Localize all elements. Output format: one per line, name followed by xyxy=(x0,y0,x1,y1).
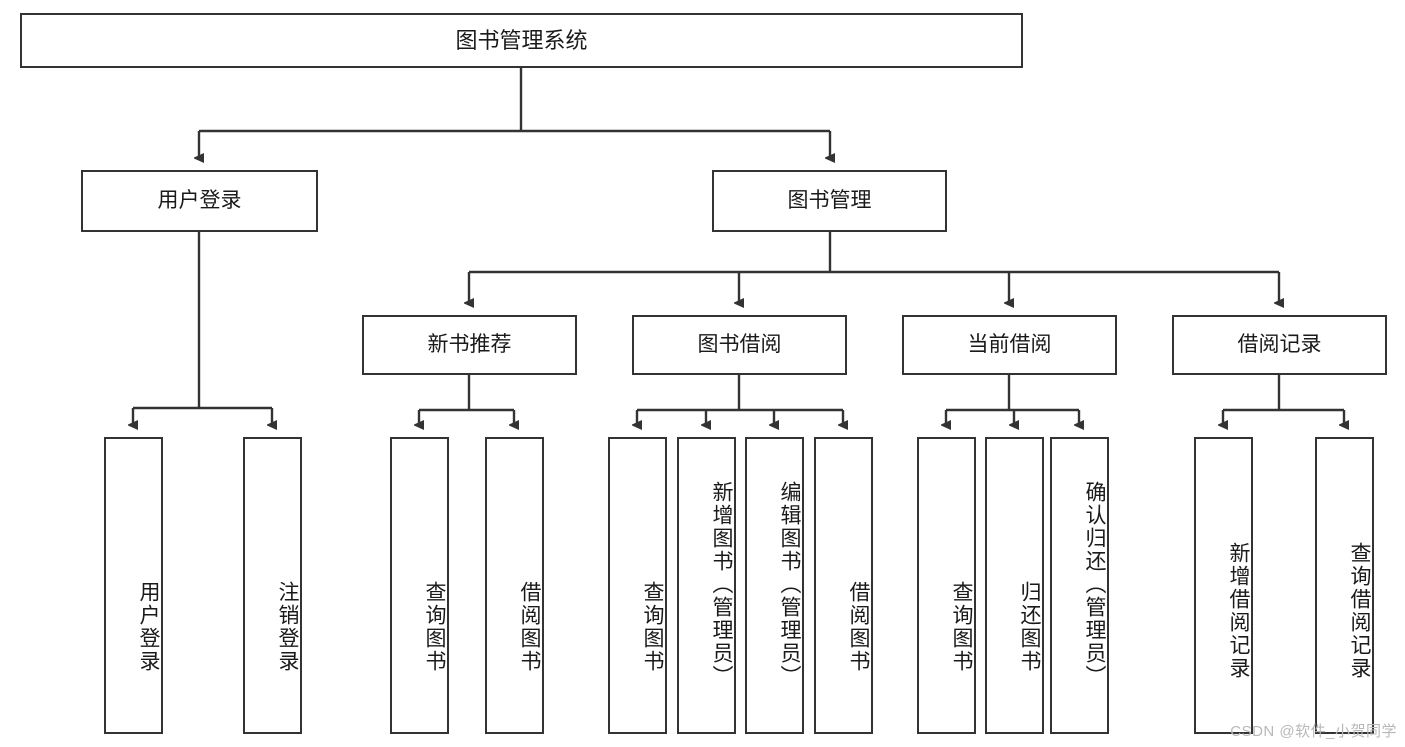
leaf-query-borrow-record[interactable]: 查询借阅记录 xyxy=(1315,437,1374,734)
node-label: 当前借阅 xyxy=(967,332,1052,356)
node-borrowing-record[interactable]: 借阅记录 xyxy=(1172,315,1387,375)
leaf-query-book-current[interactable]: 查询图书 xyxy=(917,437,976,734)
leaf-logout[interactable]: 注销登录 xyxy=(243,437,302,734)
watermark: CSDN @软件_小贺同学 xyxy=(1230,723,1397,740)
node-label: 借阅记录 xyxy=(1237,332,1322,356)
node-label: 新增图书（管理员） xyxy=(710,481,733,688)
node-label: 新书推荐 xyxy=(427,332,512,356)
node-label: 借阅图书 xyxy=(847,580,870,673)
node-book-borrowing[interactable]: 图书借阅 xyxy=(632,315,847,375)
node-label: 查询借阅记录 xyxy=(1348,541,1371,680)
node-book-management[interactable]: 图书管理 xyxy=(712,170,947,232)
node-label: 注销登录 xyxy=(276,580,299,673)
node-current-borrowing[interactable]: 当前借阅 xyxy=(902,315,1117,375)
node-label: 归还图书 xyxy=(1018,580,1041,673)
node-label: 借阅图书 xyxy=(518,580,541,673)
node-label: 新增借阅记录 xyxy=(1227,541,1250,680)
node-label: 查询图书 xyxy=(641,580,664,673)
node-label: 用户登录 xyxy=(137,580,160,673)
node-label: 用户登录 xyxy=(157,188,242,212)
leaf-return-book[interactable]: 归还图书 xyxy=(985,437,1044,734)
leaf-query-book-recommend[interactable]: 查询图书 xyxy=(390,437,449,734)
node-label: 图书借阅 xyxy=(697,332,782,356)
leaf-borrow-book[interactable]: 借阅图书 xyxy=(814,437,873,734)
node-user-login[interactable]: 用户登录 xyxy=(81,170,318,232)
node-label: 编辑图书（管理员） xyxy=(778,481,801,688)
leaf-edit-book-admin[interactable]: 编辑图书（管理员） xyxy=(745,437,804,734)
node-label: 查询图书 xyxy=(950,580,973,673)
node-new-book-recommendation[interactable]: 新书推荐 xyxy=(362,315,577,375)
node-root-book-management-system[interactable]: 图书管理系统 xyxy=(20,13,1023,68)
leaf-add-borrow-record[interactable]: 新增借阅记录 xyxy=(1194,437,1253,734)
leaf-user-login[interactable]: 用户登录 xyxy=(104,437,163,734)
node-label: 图书管理系统 xyxy=(455,27,588,53)
node-label: 查询图书 xyxy=(423,580,446,673)
node-label: 图书管理 xyxy=(787,188,872,212)
leaf-borrow-book-recommend[interactable]: 借阅图书 xyxy=(485,437,544,734)
leaf-add-book-admin[interactable]: 新增图书（管理员） xyxy=(677,437,736,734)
leaf-confirm-return-admin[interactable]: 确认归还（管理员） xyxy=(1050,437,1109,734)
node-label: 确认归还（管理员） xyxy=(1083,481,1106,688)
leaf-query-book-borrow[interactable]: 查询图书 xyxy=(608,437,667,734)
